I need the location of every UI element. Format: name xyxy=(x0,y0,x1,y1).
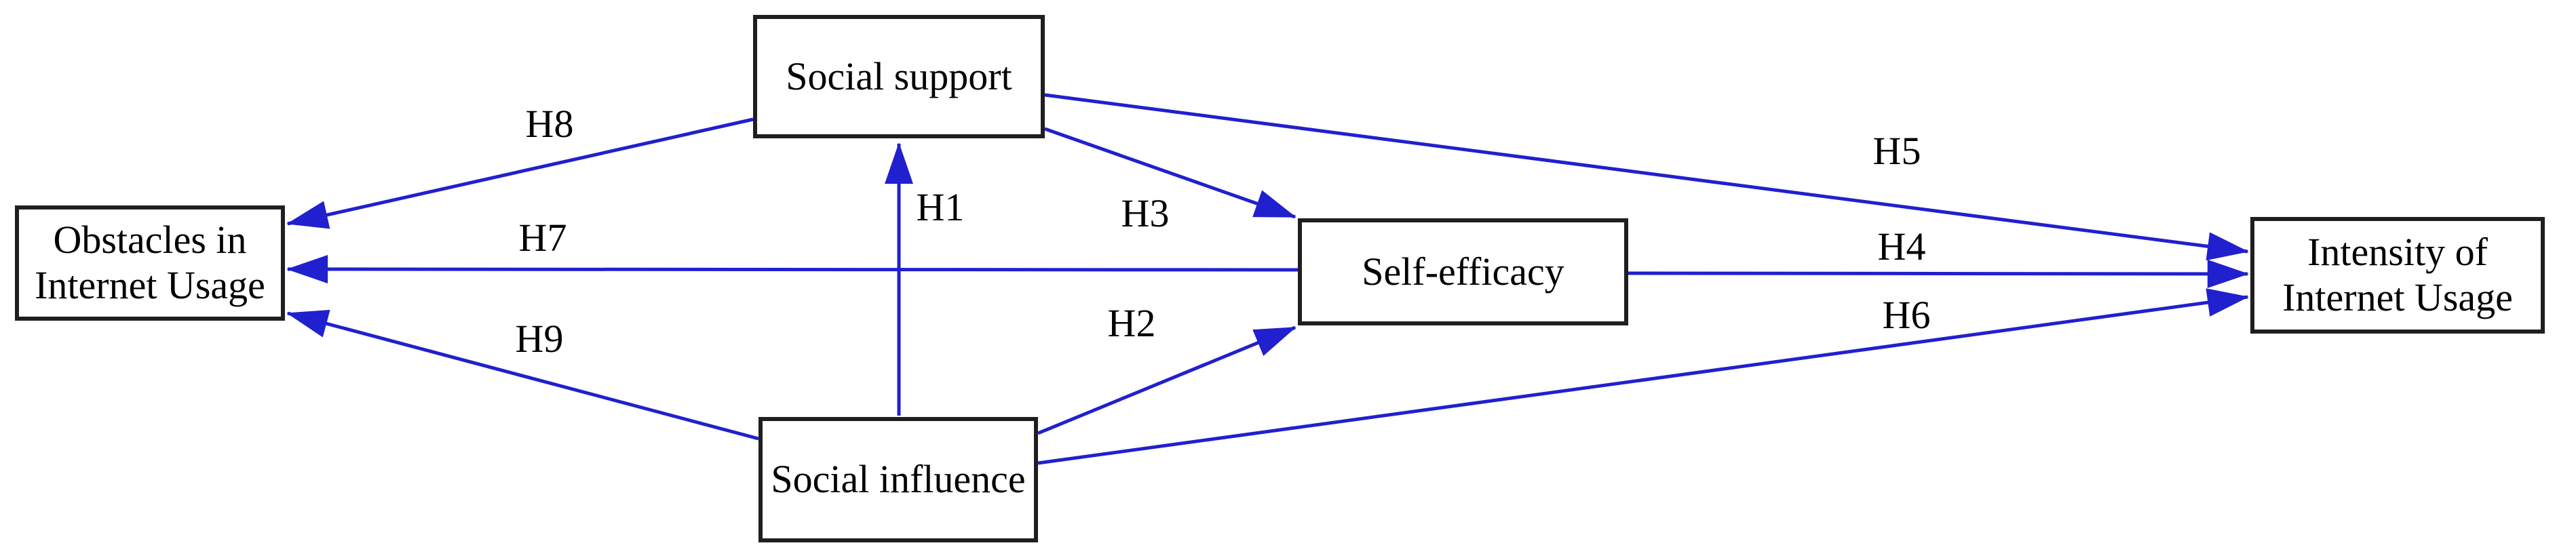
edge-label-h1: H1 xyxy=(916,185,965,229)
edge-label-h9: H9 xyxy=(515,317,564,361)
edge-label-h2: H2 xyxy=(1107,301,1156,345)
edge-h5-arrow xyxy=(1044,93,2249,261)
edge-label-h5: H5 xyxy=(1872,129,1921,173)
node-social-support: Social support xyxy=(753,15,1045,138)
edge-h9-arrow xyxy=(286,309,759,441)
node-social-influence: Social influence xyxy=(758,417,1038,542)
edge-label-h7: H7 xyxy=(518,216,567,260)
edge-h2-arrow xyxy=(1037,325,1296,435)
edge-h8-arrow xyxy=(286,117,754,229)
edge-label-h8: H8 xyxy=(525,102,574,146)
edge-h6-arrow xyxy=(1037,288,2249,465)
edge-h3-arrow xyxy=(1044,127,1296,219)
edge-label-h6: H6 xyxy=(1882,293,1931,337)
edge-label-h4: H4 xyxy=(1877,224,1926,268)
node-obstacles-in-internet-usage: Obstacles in Internet Usage xyxy=(15,205,285,321)
edge-h4-arrow xyxy=(1628,259,2249,288)
edge-label-h3: H3 xyxy=(1121,191,1170,235)
node-intensity-of-internet-usage: Intensity of Internet Usage xyxy=(2250,217,2545,334)
edge-h7-arrow xyxy=(286,255,1299,284)
node-self-efficacy: Self-efficacy xyxy=(1298,218,1628,325)
